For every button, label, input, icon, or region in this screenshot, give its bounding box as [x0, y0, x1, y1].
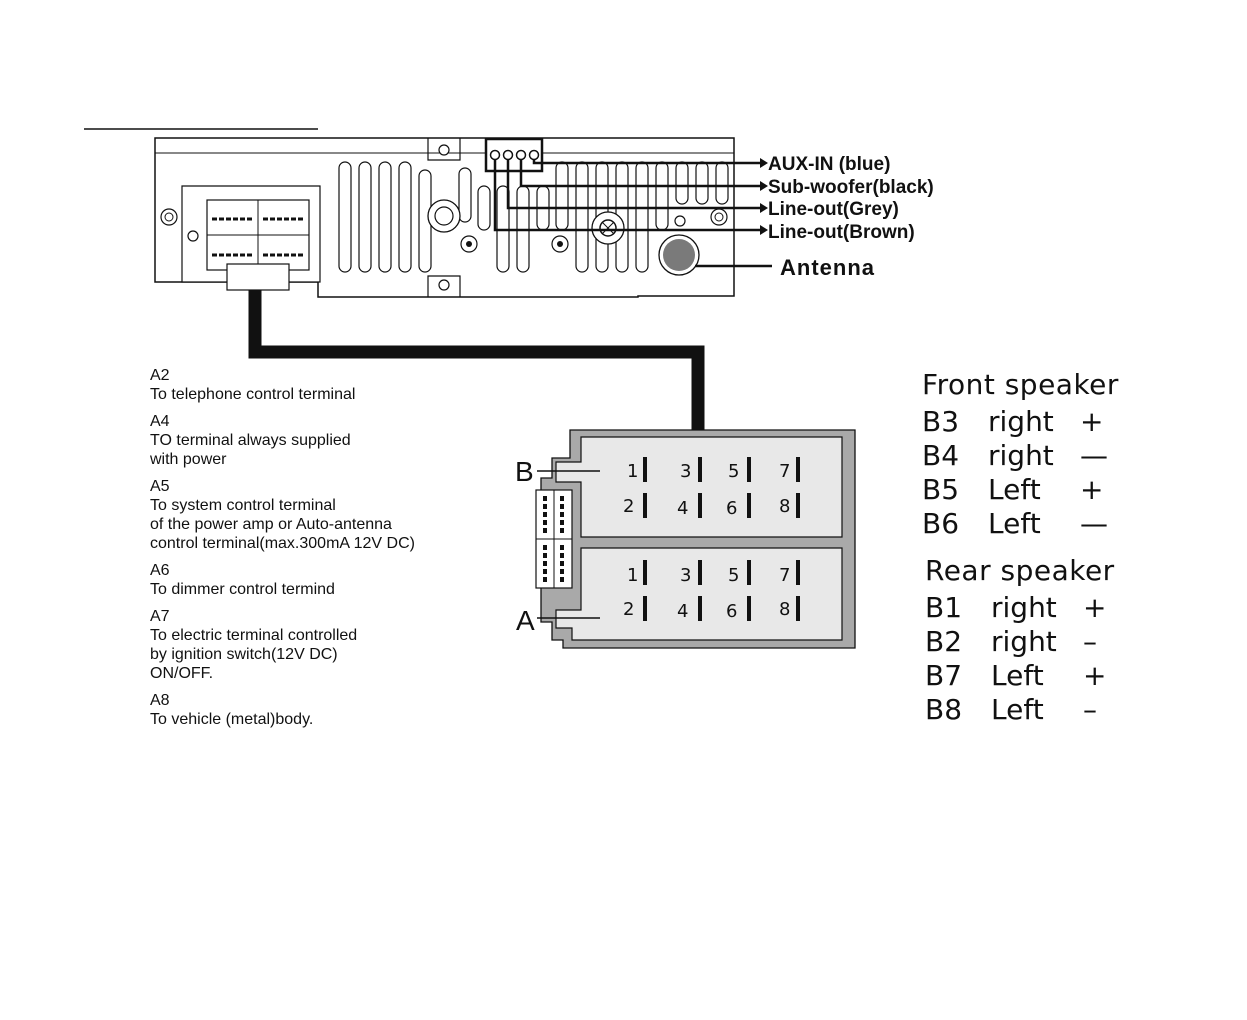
note-text: To telephone control terminal [150, 386, 356, 403]
note-code: A8 [150, 692, 170, 709]
speaker-row: B3 right + [922, 405, 1120, 439]
speaker-code: B8 [925, 693, 963, 726]
note-text: To system control terminal of the power … [150, 497, 415, 552]
line-out-grey-label: Line-out(Grey) [768, 199, 899, 220]
pin-number: 4 [677, 601, 688, 622]
note-text: To electric terminal controlled by ignit… [150, 627, 358, 682]
speaker-row: B2 right – [925, 625, 1123, 659]
speaker-row: B6 Left — [922, 507, 1120, 541]
speaker-side: Left [991, 693, 1044, 726]
subwoofer-label: Sub-woofer(black) [768, 177, 934, 198]
speaker-code: B5 [922, 473, 960, 506]
pin-number: 7 [779, 461, 790, 482]
speaker-polarity: + [1083, 591, 1107, 624]
note-code: A5 [150, 478, 170, 495]
pin-number: 4 [677, 498, 688, 519]
speaker-code: B6 [922, 507, 960, 540]
speaker-side: right [988, 439, 1054, 472]
speaker-polarity: + [1083, 659, 1107, 692]
note-code: A6 [150, 562, 170, 579]
note-a7: A7 To electric terminal controlled by ig… [150, 607, 510, 683]
speaker-side: Left [988, 473, 1041, 506]
rear-speaker-legend: Rear speaker B1 right + B2 right – B7 Le… [925, 554, 1123, 727]
pin-number: 6 [726, 601, 737, 622]
speaker-side: right [988, 405, 1054, 438]
speaker-code: B7 [925, 659, 963, 692]
speaker-polarity: – [1083, 625, 1097, 658]
pin-number: 3 [680, 565, 691, 586]
front-speaker-title: Front speaker [922, 368, 1119, 401]
pin-number: 5 [728, 565, 739, 586]
plug-latch [535, 489, 573, 589]
speaker-side: Left [991, 659, 1044, 692]
pin-number: 5 [728, 461, 739, 482]
mount-screw-icon [427, 199, 461, 233]
note-text: TO terminal always supplied with power [150, 432, 351, 468]
note-a8: A8 To vehicle (metal)body. [150, 691, 510, 729]
note-code: A7 [150, 608, 170, 625]
note-a5: A5 To system control terminal of the pow… [150, 477, 510, 553]
pin-number: 8 [779, 599, 790, 620]
pin-number: 8 [779, 496, 790, 517]
speaker-side: Left [988, 507, 1041, 540]
iso-socket [206, 199, 310, 291]
speaker-code: B1 [925, 591, 963, 624]
front-speaker-legend: Front speaker B3 right + B4 right — B5 L… [922, 368, 1120, 541]
pin-number: 6 [726, 498, 737, 519]
speaker-polarity: — [1080, 507, 1108, 540]
speaker-side: right [991, 625, 1057, 658]
note-text: To dimmer control termind [150, 581, 335, 598]
speaker-side: right [991, 591, 1057, 624]
speaker-code: B4 [922, 439, 960, 472]
speaker-polarity: – [1083, 693, 1097, 726]
fuse-icon [591, 211, 625, 245]
connector-leader-lines [493, 160, 772, 268]
harness-cable [248, 290, 705, 432]
speaker-row: B7 Left + [925, 659, 1123, 693]
a-pin-notes: A2 To telephone control terminal A4 TO t… [150, 366, 510, 737]
plug-letter-b: B [515, 456, 534, 487]
note-a4: A4 TO terminal always supplied with powe… [150, 412, 510, 469]
note-code: A2 [150, 367, 170, 384]
speaker-code: B2 [925, 625, 963, 658]
plug-letter-a: A [516, 605, 535, 636]
note-text: To vehicle (metal)body. [150, 711, 314, 728]
speaker-row: B1 right + [925, 591, 1123, 625]
pin-number: 7 [779, 565, 790, 586]
pin-number: 1 [627, 565, 638, 586]
screw-icon [710, 208, 728, 226]
speaker-code: B3 [922, 405, 960, 438]
pin-number: 2 [623, 496, 634, 517]
antenna-socket-icon [658, 234, 700, 276]
speaker-polarity: — [1080, 439, 1108, 472]
line-out-brown-label: Line-out(Brown) [768, 222, 915, 243]
note-code: A4 [150, 413, 170, 430]
pin-number: 1 [627, 461, 638, 482]
speaker-row: B8 Left – [925, 693, 1123, 727]
speaker-polarity: + [1080, 473, 1104, 506]
rca-connector-block [484, 137, 544, 173]
head-unit-rear-panel [154, 137, 772, 298]
antenna-label: Antenna [780, 255, 875, 280]
note-a2: A2 To telephone control terminal [150, 366, 510, 404]
note-a6: A6 To dimmer control termind [150, 561, 510, 599]
pin-number: 2 [623, 599, 634, 620]
aux-in-label: AUX-IN (blue) [768, 154, 890, 175]
iso-plug: 1 3 5 7 2 4 6 8 1 3 5 7 2 4 6 8 [535, 429, 856, 649]
speaker-row: B5 Left + [922, 473, 1120, 507]
speaker-row: B4 right — [922, 439, 1120, 473]
screw-icon [160, 208, 178, 226]
pin-number: 3 [680, 461, 691, 482]
rear-speaker-title: Rear speaker [925, 554, 1115, 587]
speaker-polarity: + [1080, 405, 1104, 438]
